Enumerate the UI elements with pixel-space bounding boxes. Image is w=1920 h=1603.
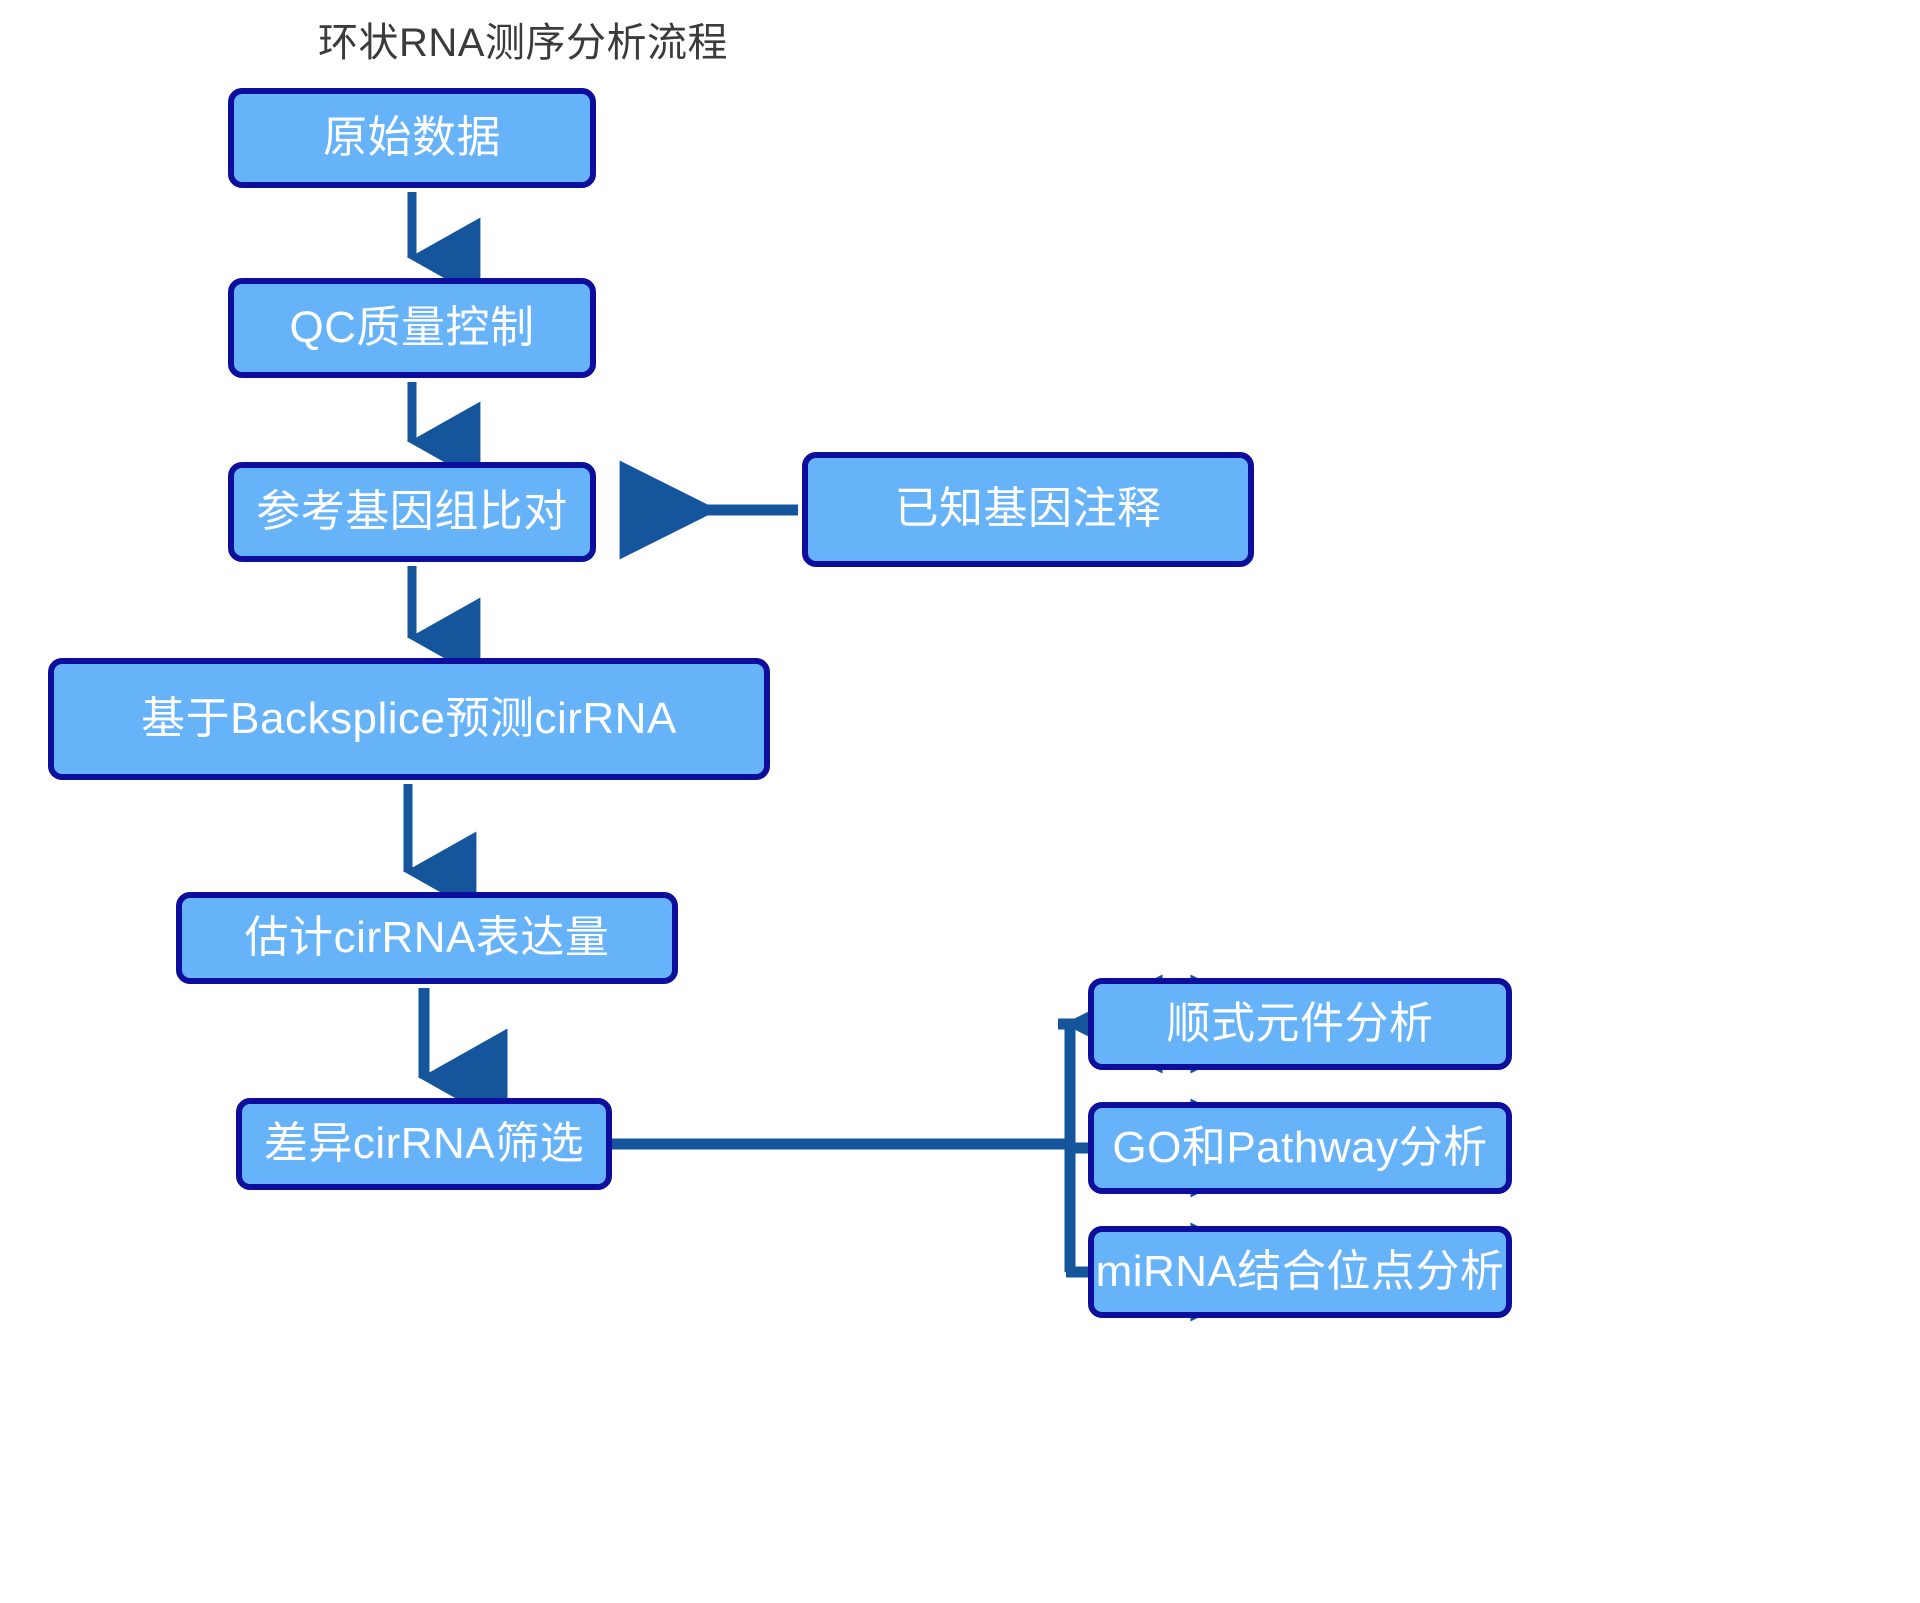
- node-label: GO和Pathway分析: [1112, 1122, 1488, 1172]
- page-title: 环状RNA测序分析流程: [318, 21, 728, 65]
- node-cis-element[interactable]: 顺式元件分析: [1088, 978, 1512, 1070]
- node-label: 基于Backsplice预测cirRNA: [141, 693, 677, 743]
- node-label: miRNA结合位点分析: [1095, 1246, 1505, 1296]
- edge-diff-branch-trunk: [612, 1024, 1076, 1272]
- node-label: 顺式元件分析: [1166, 998, 1434, 1048]
- node-go-pathway[interactable]: GO和Pathway分析: [1088, 1102, 1512, 1194]
- node-label: 估计cirRNA表达量: [244, 912, 610, 962]
- node-mirna-binding[interactable]: miRNA结合位点分析: [1088, 1226, 1512, 1318]
- node-expression[interactable]: 估计cirRNA表达量: [176, 892, 678, 984]
- node-label: 原始数据: [323, 112, 501, 162]
- node-raw-data[interactable]: 原始数据: [228, 88, 596, 188]
- node-diff-screen[interactable]: 差异cirRNA筛选: [236, 1098, 612, 1190]
- node-backsplice[interactable]: 基于Backsplice预测cirRNA: [48, 658, 770, 780]
- node-qc[interactable]: QC质量控制: [228, 278, 596, 378]
- node-label: 差异cirRNA筛选: [263, 1118, 585, 1168]
- node-label: QC质量控制: [289, 302, 535, 352]
- node-known-annotation[interactable]: 已知基因注释: [802, 452, 1254, 567]
- node-genome-align[interactable]: 参考基因组比对: [228, 462, 596, 562]
- node-label: 已知基因注释: [894, 484, 1162, 534]
- node-label: 参考基因组比对: [256, 486, 568, 536]
